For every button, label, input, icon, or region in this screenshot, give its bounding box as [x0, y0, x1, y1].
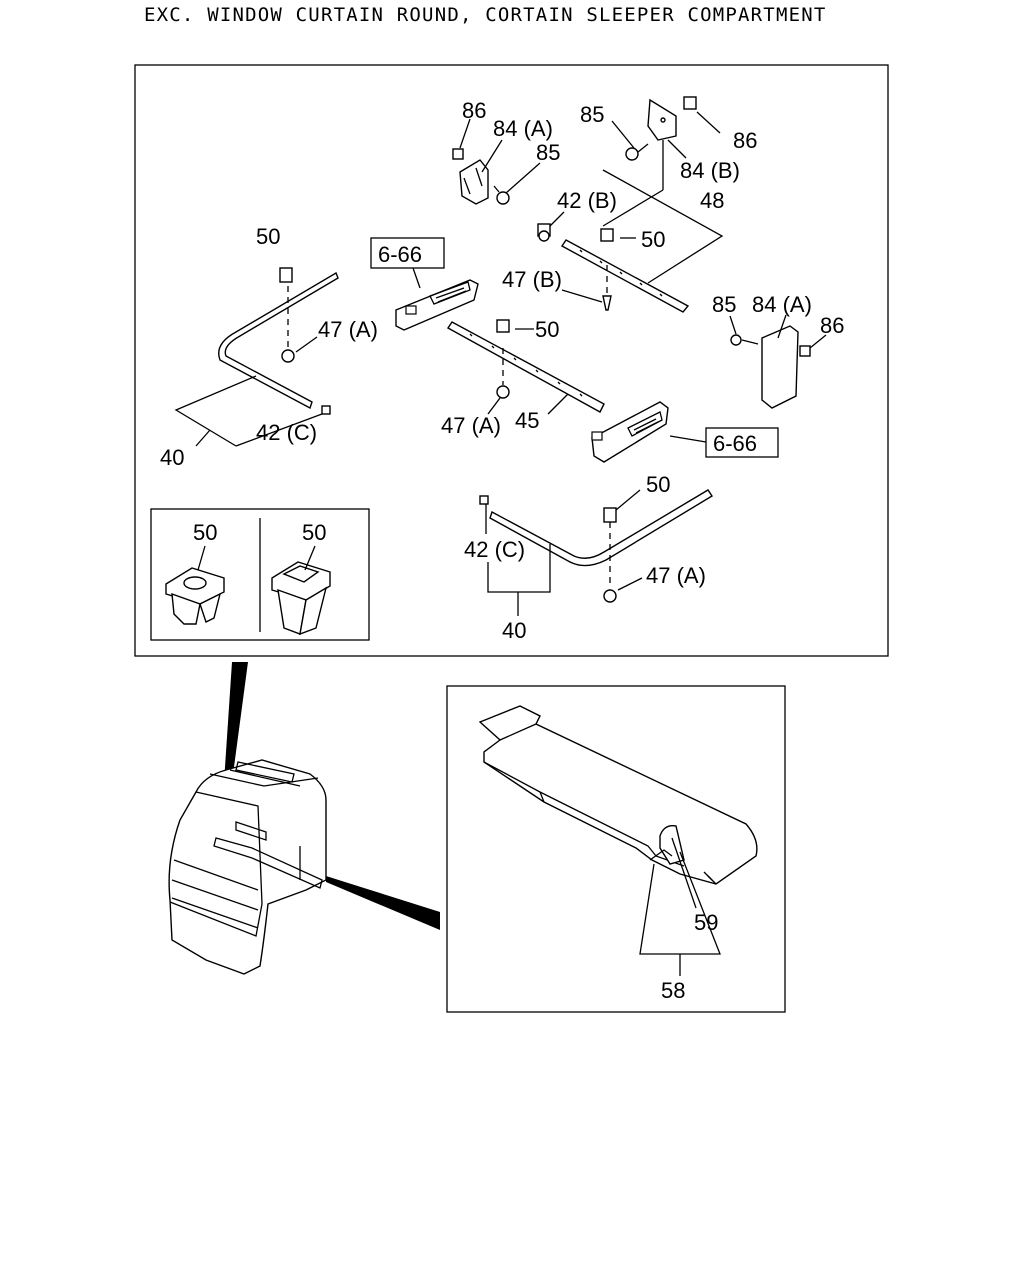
callout-85: 85 — [536, 140, 560, 165]
screw-47a-mid — [496, 385, 510, 399]
callout-84a-right: 84 (A) — [752, 292, 812, 317]
clip-detail-frame — [150, 508, 370, 641]
callout-40: 40 — [160, 445, 184, 470]
callout-50-inset: 50 — [193, 520, 217, 545]
screw-47a-bottom — [603, 589, 617, 603]
diagram-title: EXC. WINDOW CURTAIN ROUND, CORTAIN SLEEP… — [144, 4, 827, 26]
callout-47a-left: 47 (A) — [318, 317, 378, 342]
callout-48: 48 — [700, 188, 724, 213]
bracket-84a-top — [452, 148, 510, 205]
callout-42b: 42 (B) — [557, 188, 617, 213]
screw-47a-left — [281, 349, 295, 363]
cab-illustration — [168, 759, 327, 975]
callout-50: 50 — [646, 472, 670, 497]
pointer-top — [224, 662, 248, 782]
reference-box-top — [370, 237, 445, 269]
clip-50-front-view — [165, 567, 225, 625]
garnish-right — [591, 401, 669, 463]
callout-47a-mid: 47 (A) — [441, 413, 501, 438]
callout-50-inset: 50 — [302, 520, 326, 545]
callout-45: 45 — [515, 408, 539, 433]
callout-59: 59 — [694, 910, 718, 935]
bracket-84a-right — [730, 325, 811, 409]
pointer-bottom — [326, 876, 440, 930]
callout-84b: 84 (B) — [680, 158, 740, 183]
callout-50: 50 — [535, 317, 559, 342]
screw-47b — [602, 295, 612, 311]
sunvisor-detail-frame — [446, 685, 786, 1013]
reference-6-66-top: 6-66 — [378, 242, 422, 267]
callout-47b: 47 (B) — [502, 267, 562, 292]
callout-47a-bottom: 47 (A) — [646, 563, 706, 588]
main-diagram-frame — [134, 64, 889, 657]
garnish-left — [395, 279, 479, 331]
callout-42c-bottom: 42 (C) — [464, 537, 525, 562]
callout-85: 85 — [712, 292, 736, 317]
reference-6-66-bottom: 6-66 — [713, 431, 757, 456]
callout-84a-top: 84 (A) — [493, 116, 553, 141]
callout-85: 85 — [580, 102, 604, 127]
callout-86: 86 — [462, 98, 486, 123]
callout-86: 86 — [820, 313, 844, 338]
clip-50-angled-view — [271, 561, 331, 636]
callout-50: 50 — [256, 224, 280, 249]
reference-box-bottom — [705, 427, 779, 458]
bracket-84b — [625, 96, 697, 161]
callout-50: 50 — [641, 227, 665, 252]
callout-42c-left: 42 (C) — [256, 420, 317, 445]
callout-58: 58 — [661, 978, 685, 1003]
rail-48 — [560, 228, 690, 313]
callout-86: 86 — [733, 128, 757, 153]
curtain-rail-left — [218, 267, 339, 415]
callout-40: 40 — [502, 618, 526, 643]
sunvisor-58 — [478, 705, 758, 885]
clip-42b — [537, 223, 551, 242]
rail-45 — [446, 319, 605, 413]
